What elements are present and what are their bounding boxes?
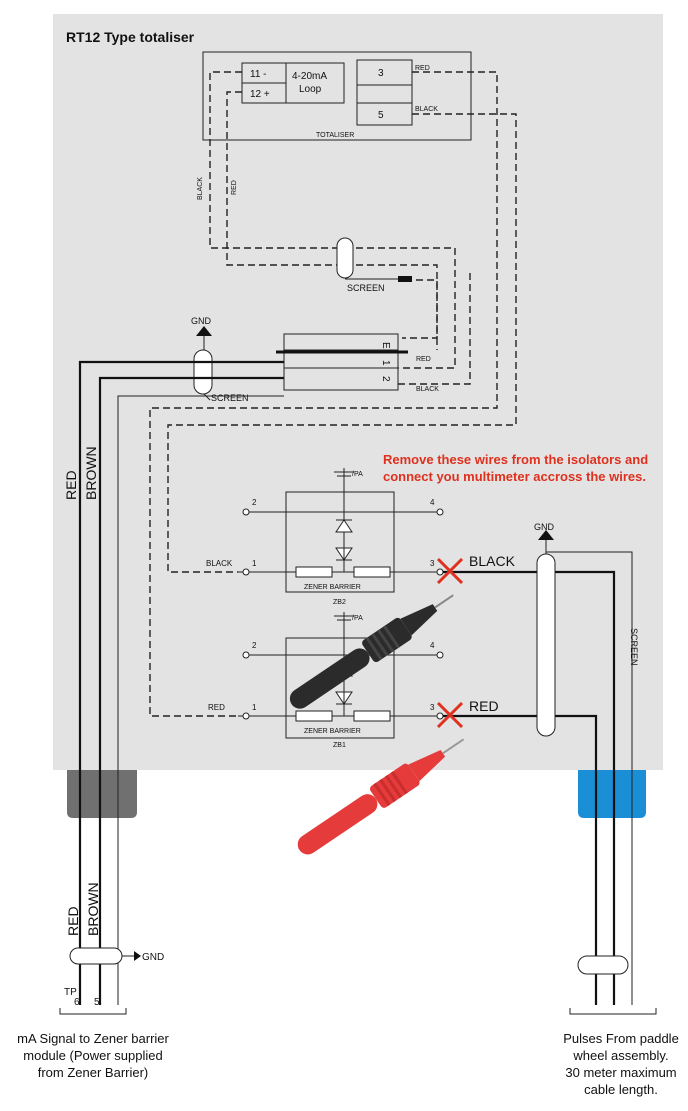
terminal-11: 11 - [250, 69, 267, 80]
gnd-right-symbol [538, 530, 554, 540]
cable-gland-left [67, 770, 137, 818]
zb1-name: ZB1 [333, 742, 346, 749]
caption-left-2: module (Power supplied [23, 1048, 162, 1063]
caption-left-3: from Zener Barrier) [38, 1065, 149, 1080]
lower-brown-label: BROWN [85, 882, 101, 936]
terminal-e: E [380, 342, 391, 349]
cross-mark-black [436, 557, 464, 585]
terminal-block-black-label: BLACK [416, 386, 439, 393]
cable-red-label: RED [63, 470, 79, 500]
zb2-wire-in: BLACK [206, 559, 233, 568]
zb2-pa: /PA [352, 471, 363, 478]
terminal-3: 3 [378, 68, 384, 79]
caption-right-2: wheel assembly. [572, 1048, 668, 1063]
black-probe-image [289, 594, 454, 709]
zb2-pin3: 3 [430, 559, 435, 568]
tp-label: TP [64, 987, 77, 998]
vertical-black-label: BLACK [197, 177, 204, 200]
zb2-wire-out: BLACK [469, 553, 516, 569]
cable-brown-label: BROWN [83, 446, 99, 500]
zb2-pin2: 2 [252, 498, 257, 507]
cross-mark-red [436, 701, 464, 729]
terminal-1: 1 [380, 360, 391, 366]
caption-right-4: cable length. [584, 1082, 658, 1097]
tp-pin6: 6 [74, 997, 80, 1008]
screen-sleeve-lower-right [577, 955, 629, 975]
totaliser-red-label: RED [415, 65, 430, 72]
gnd-right-label: GND [534, 522, 555, 532]
caption-left-1: mA Signal to Zener barrier [17, 1031, 169, 1046]
diagram-title: RT12 Type totaliser [66, 29, 195, 45]
totaliser-block: 11 - 12 + 4-20mA Loop 3 5 TOTALISER RED … [202, 51, 472, 141]
terminal-12: 12 + [250, 89, 270, 100]
caption-right-1: Pulses From paddle [563, 1031, 679, 1046]
cable-gland-right [578, 770, 646, 818]
lower-red-label: RED [65, 906, 81, 936]
note-line-2: connect you multimeter accross the wires… [383, 469, 646, 484]
caption-right-3: 30 meter maximum [565, 1065, 676, 1080]
zb1-wire-out: RED [469, 698, 499, 714]
screen-drain [398, 276, 412, 282]
lower-gnd-label: GND [142, 952, 164, 963]
screen-sleeve-upper [336, 237, 354, 279]
screen-sleeve-right [536, 553, 556, 737]
zb2-pin1: 1 [252, 559, 257, 568]
gnd-left-symbol [196, 326, 212, 336]
screen-sleeve-lower-left [69, 947, 123, 965]
zb1-pin3: 3 [430, 703, 435, 712]
screen-right-label: SCREEN [629, 628, 639, 666]
terminal-block: E 1 2 RED BLACK [276, 333, 439, 393]
zb1-pin1: 1 [252, 703, 257, 712]
note-line-1: Remove these wires from the isolators an… [383, 452, 648, 467]
zb1-wire-in: RED [208, 703, 225, 712]
gnd-left-label: GND [191, 316, 212, 326]
screen-left-label: SCREEN [211, 393, 249, 403]
terminal-5: 5 [378, 110, 384, 121]
vertical-red-label: RED [231, 180, 238, 195]
loop-label-1: 4-20mA [292, 71, 327, 82]
zb2-pin4: 4 [430, 498, 435, 507]
zener-barrier-zb2: /PA 2 4 1 3 BLACK ZENER BARRIER ZB2 [206, 468, 444, 606]
screen-upper-label: SCREEN [347, 283, 385, 293]
tp-pin5: 5 [94, 997, 100, 1008]
zb1-pin4: 4 [430, 641, 435, 650]
zb2-name: ZB2 [333, 599, 346, 606]
terminal-2: 2 [380, 376, 391, 382]
zb2-barrier-label: ZENER BARRIER [304, 584, 361, 591]
zb1-pin2: 2 [252, 641, 257, 650]
terminal-block-red-label: RED [416, 356, 431, 363]
zb1-pa: /PA [352, 615, 363, 622]
totaliser-black-label: BLACK [415, 106, 438, 113]
loop-label-2: Loop [299, 84, 322, 95]
totaliser-label: TOTALISER [316, 132, 354, 139]
zb1-barrier-label: ZENER BARRIER [304, 728, 361, 735]
red-probe-image [297, 738, 465, 855]
screen-sleeve-left [193, 349, 213, 395]
